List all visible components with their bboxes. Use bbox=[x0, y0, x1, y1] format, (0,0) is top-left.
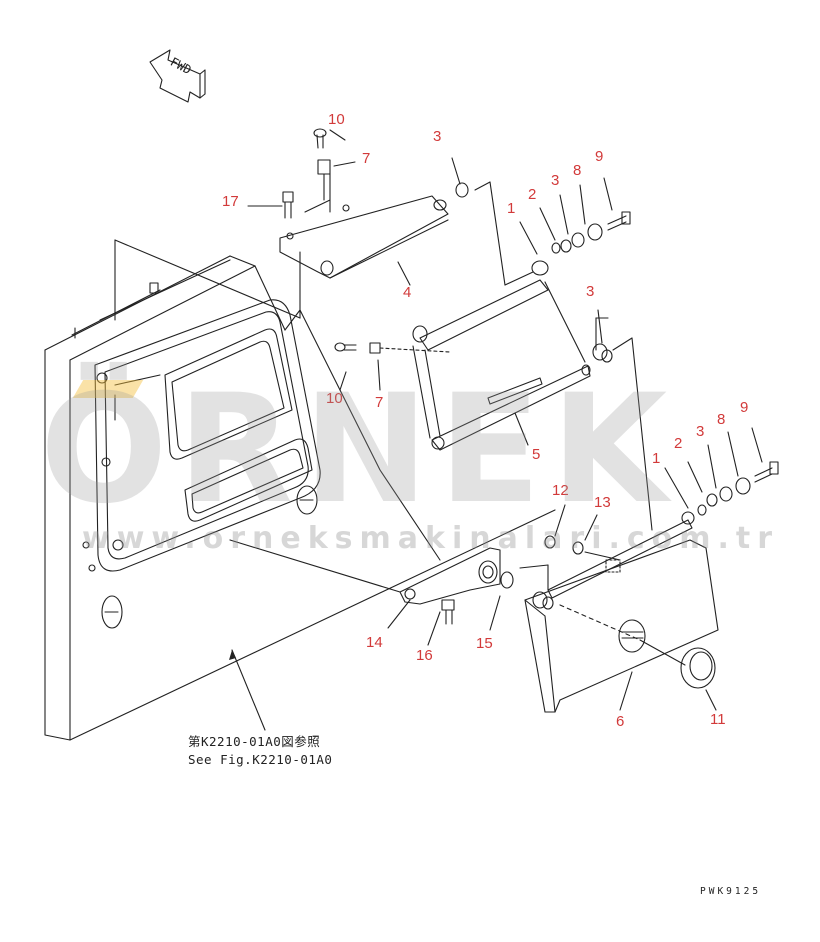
callout-2-upper: 2 bbox=[528, 186, 536, 203]
callout-8-lower: 8 bbox=[717, 411, 725, 428]
cab-panel bbox=[44, 255, 556, 741]
callout-7-upper: 7 bbox=[362, 150, 370, 167]
callout-3-b: 3 bbox=[551, 172, 559, 189]
callout-6: 6 bbox=[616, 713, 624, 730]
callout-2-lower: 2 bbox=[674, 435, 682, 452]
callout-1-upper: 1 bbox=[507, 200, 515, 217]
bolt-part-16 bbox=[441, 599, 455, 625]
callout-15: 15 bbox=[476, 635, 493, 652]
callout-17: 17 bbox=[222, 193, 239, 210]
screw-part-10-upper bbox=[313, 128, 327, 149]
screw-part-10-lower bbox=[334, 342, 357, 352]
callout-3-d: 3 bbox=[696, 423, 704, 440]
fwd-label: FWD bbox=[168, 55, 194, 78]
callout-9-upper: 9 bbox=[595, 148, 603, 165]
bracket-part-4 bbox=[279, 195, 449, 279]
callout-3-c: 3 bbox=[586, 283, 594, 300]
callout-3-a: 3 bbox=[433, 128, 441, 145]
callout-9-lower: 9 bbox=[740, 399, 748, 416]
callout-8-upper: 8 bbox=[573, 162, 581, 179]
watermark-accent bbox=[72, 380, 144, 398]
washer-set-upper bbox=[455, 182, 631, 363]
arm-link-part-5 bbox=[412, 260, 591, 451]
callout-4: 4 bbox=[403, 284, 411, 301]
callout-5: 5 bbox=[532, 446, 540, 463]
callout-7-lower: 7 bbox=[375, 394, 383, 411]
callout-16: 16 bbox=[416, 647, 433, 664]
callout-13: 13 bbox=[594, 494, 611, 511]
clip-part-7-upper bbox=[317, 159, 331, 213]
reference-note-jp: 第K2210-01A0図参照 bbox=[188, 734, 321, 749]
callout-10-lower: 10 bbox=[326, 390, 343, 407]
callout-1-lower: 1 bbox=[652, 450, 660, 467]
callout-12: 12 bbox=[552, 482, 569, 499]
door-part-6 bbox=[524, 511, 719, 713]
callout-14: 14 bbox=[366, 634, 383, 651]
leader-lines bbox=[114, 129, 763, 731]
drawing-code: PWK9125 bbox=[700, 886, 762, 897]
clip-part-7-lower bbox=[369, 342, 451, 354]
fwd-arrow-icon bbox=[149, 49, 206, 103]
washer-set-lower bbox=[500, 461, 779, 610]
callout-11: 11 bbox=[710, 711, 726, 728]
bolt-part-17 bbox=[282, 191, 294, 219]
reference-note-en: See Fig.K2210-01A0 bbox=[188, 752, 333, 767]
grommet-part-11 bbox=[680, 647, 716, 689]
callout-10-upper: 10 bbox=[328, 111, 345, 128]
callout-labels: 10 7 17 3 4 1 2 3 8 9 10 7 5 3 1 2 3 8 9… bbox=[222, 111, 748, 730]
reference-arrow-icon bbox=[229, 650, 236, 660]
